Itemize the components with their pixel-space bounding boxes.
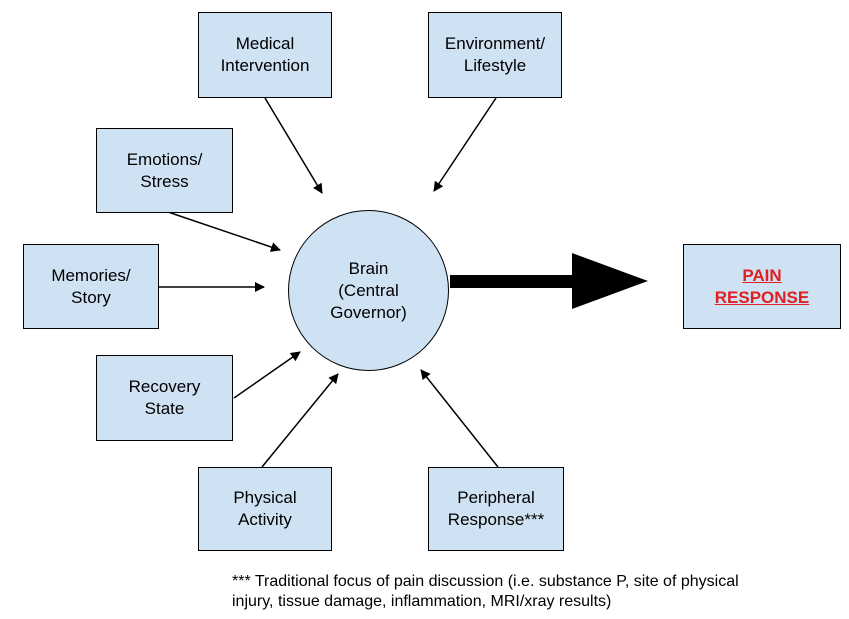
node-label-line: Activity bbox=[238, 510, 292, 529]
node-label-line: Recovery bbox=[128, 377, 201, 396]
node-recovery-state: Recovery State bbox=[96, 355, 233, 441]
arrow-environment-to-brain bbox=[433, 97, 497, 192]
node-label-line: Stress bbox=[140, 171, 189, 191]
node-label-line: Intervention bbox=[220, 56, 310, 75]
node-emotions-stress: Emotions/ Stress bbox=[96, 128, 233, 213]
node-label-line: Lifestyle bbox=[463, 56, 527, 75]
node-brain-central-governor: Brain (Central Governor) bbox=[288, 210, 449, 371]
footnote-line: *** Traditional focus of pain discussion… bbox=[232, 573, 739, 590]
arrow-peripheral-to-brain bbox=[420, 369, 499, 468]
node-label-line: Memories/ bbox=[51, 265, 131, 285]
footnote: *** Traditional focus of pain discussion… bbox=[232, 572, 842, 612]
arrow-emotions-to-brain bbox=[167, 211, 281, 252]
node-environment-lifestyle: Environment/ Lifestyle bbox=[428, 12, 562, 98]
arrow-brain-to-pain-head bbox=[572, 253, 648, 309]
node-label-line: Brain bbox=[348, 258, 389, 278]
footnote-line: injury, tissue damage, inflammation, MRI… bbox=[232, 593, 612, 610]
node-peripheral-response: Peripheral Response*** bbox=[428, 467, 564, 551]
arrow-brain-to-pain-shaft bbox=[450, 275, 572, 288]
node-label-line: Response*** bbox=[447, 510, 545, 529]
node-medical-intervention: Medical Intervention bbox=[198, 12, 332, 98]
pain-response-label-line: RESPONSE bbox=[714, 287, 810, 307]
node-label-line: State bbox=[144, 399, 185, 418]
node-label-line: Emotions/ bbox=[126, 149, 203, 169]
node-label-line: (Central bbox=[338, 280, 399, 300]
node-physical-activity: Physical Activity bbox=[198, 467, 332, 551]
node-label-line: Physical bbox=[233, 488, 297, 507]
node-label-line: Environment/ bbox=[444, 34, 546, 53]
arrow-physical-to-brain bbox=[261, 373, 339, 468]
node-label-line: Medical bbox=[235, 34, 295, 53]
node-label-line: Governor) bbox=[330, 302, 407, 322]
pain-response-label-line: PAIN bbox=[742, 265, 782, 285]
node-pain-response: PAIN RESPONSE bbox=[683, 244, 841, 329]
arrow-medical-to-brain bbox=[264, 97, 323, 194]
node-label-line: Story bbox=[71, 287, 111, 307]
node-memories-story: Memories/ Story bbox=[23, 244, 159, 329]
arrow-recovery-to-brain bbox=[233, 351, 301, 399]
node-label-line: Peripheral bbox=[457, 488, 535, 507]
